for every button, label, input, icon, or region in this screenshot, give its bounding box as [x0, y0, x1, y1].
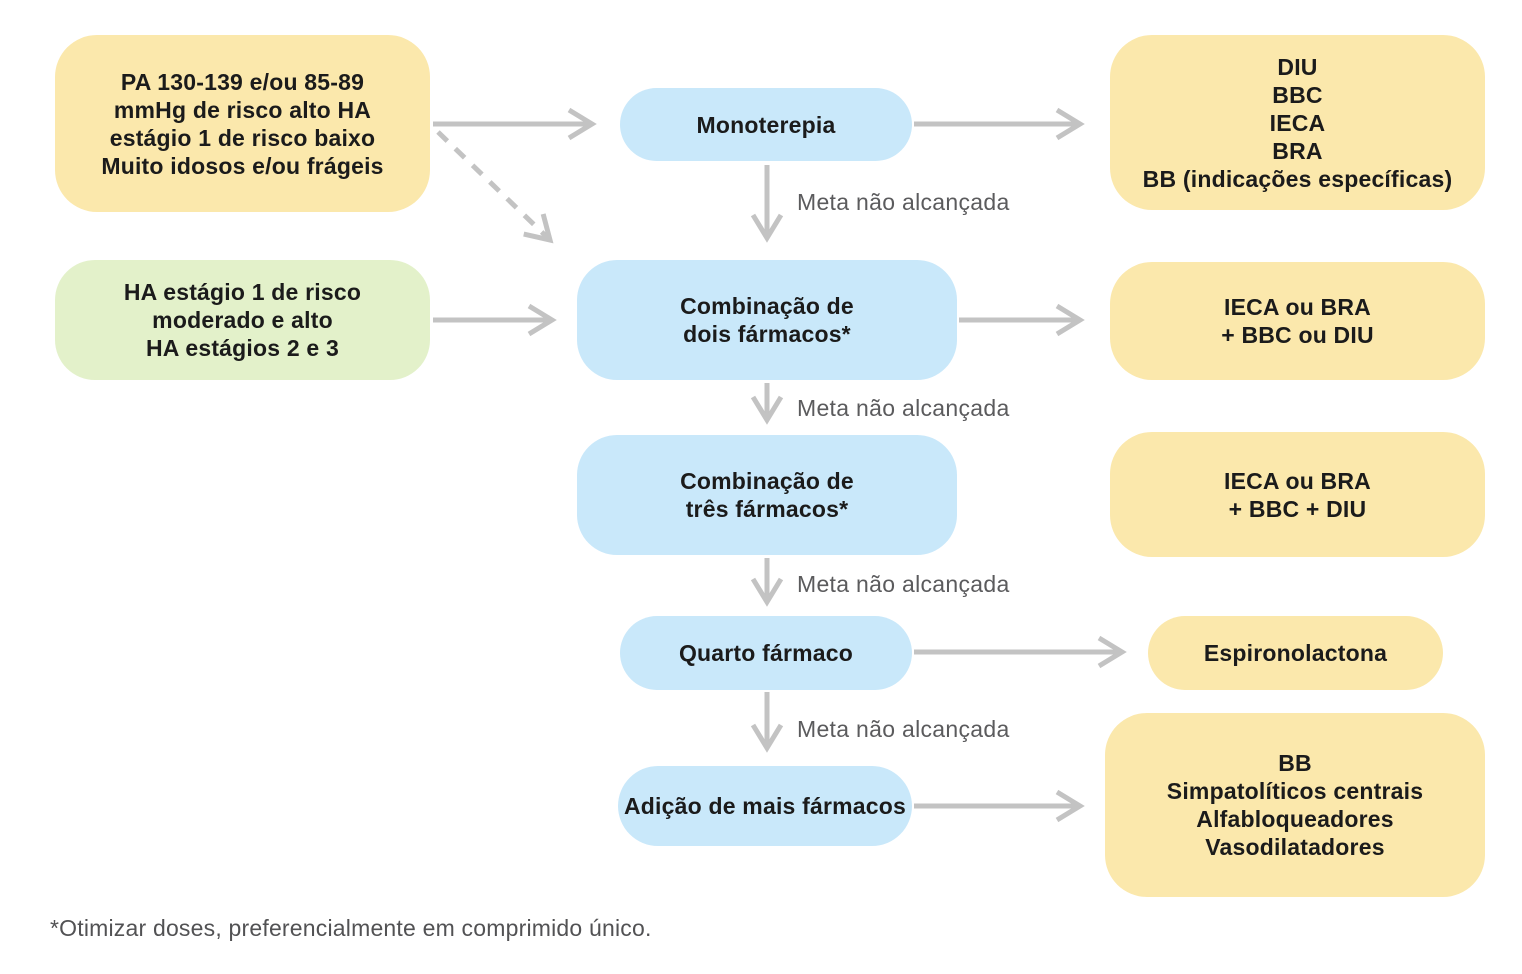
option-spironolactone-label: Espironolactona — [1203, 640, 1388, 666]
options-monotherapy-line: BB (indicações específicas) — [1142, 165, 1453, 192]
step-three-drugs-line: Combinação de — [680, 468, 854, 494]
options-monotherapy-line: BRA — [1272, 137, 1323, 164]
options-monotherapy-line: DIU — [1277, 53, 1318, 80]
step-fourth-drug-label: Quarto fármaco — [678, 640, 854, 666]
options-two-drugs-line: + BBC ou DIU — [1221, 322, 1374, 348]
step-monotherapy-label: Monoterepia — [696, 111, 836, 138]
options-monotherapy-line: IECA — [1269, 109, 1326, 136]
step-fourth-drug: Quarto fármaco — [620, 616, 912, 690]
source-box-ha-stages-line: HA estágios 2 e 3 — [145, 335, 339, 361]
options-more-drugs-line: BB — [1278, 750, 1312, 776]
footnote-optimize-doses: *Otimizar doses, preferencialmente em co… — [50, 915, 652, 941]
step-two-drugs-line: dois fármacos* — [683, 321, 851, 347]
source-box-pa-risk-line: mmHg de risco alto HA — [113, 96, 372, 123]
options-three-drugs: IECA ou BRA + BBC + DIU — [1110, 432, 1485, 557]
edge-label-goal-not-reached-4: Meta não alcançada — [797, 716, 1010, 742]
options-more-drugs: BB Simpatolíticos centrais Alfabloqueado… — [1105, 713, 1485, 897]
edge-label-goal-not-reached-2: Meta não alcançada — [797, 395, 1010, 421]
source-box-pa-risk-line: Muito idosos e/ou frágeis — [101, 152, 384, 179]
edge-label-goal-not-reached-1: Meta não alcançada — [797, 189, 1010, 215]
options-two-drugs: IECA ou BRA + BBC ou DIU — [1110, 262, 1485, 380]
options-more-drugs-line: Alfabloqueadores — [1196, 806, 1394, 832]
step-more-drugs: Adição de mais fármacos — [618, 766, 912, 846]
options-two-drugs-line: IECA ou BRA — [1223, 294, 1371, 320]
step-two-drugs: Combinação de dois fármacos* — [577, 260, 957, 380]
options-monotherapy-line: BBC — [1272, 81, 1323, 108]
arrow-pa-to-two-drugs-dashed — [436, 130, 554, 244]
step-three-drugs-line: três fármacos* — [685, 496, 849, 522]
source-box-pa-risk-line: PA 130-139 e/ou 85-89 — [120, 68, 365, 95]
source-box-ha-stages-line: HA estágio 1 de risco — [123, 279, 362, 305]
source-box-ha-stages: HA estágio 1 de risco moderado e alto HA… — [55, 260, 430, 380]
source-box-pa-risk: PA 130-139 e/ou 85-89 mmHg de risco alto… — [55, 35, 430, 212]
options-three-drugs-line: IECA ou BRA — [1223, 467, 1371, 494]
step-two-drugs-line: Combinação de — [680, 293, 854, 319]
options-more-drugs-line: Simpatolíticos centrais — [1166, 778, 1424, 804]
source-box-ha-stages-line: moderado e alto — [152, 307, 333, 333]
options-three-drugs-line: + BBC + DIU — [1228, 495, 1367, 522]
option-spironolactone: Espironolactona — [1148, 616, 1443, 690]
options-more-drugs-line: Vasodilatadores — [1205, 834, 1385, 860]
step-three-drugs: Combinação de três fármacos* — [577, 435, 957, 555]
options-monotherapy: DIU BBC IECA BRA BB (indicações específi… — [1110, 35, 1485, 210]
step-more-drugs-label: Adição de mais fármacos — [624, 793, 906, 819]
step-monotherapy: Monoterepia — [620, 88, 912, 161]
edge-label-goal-not-reached-3: Meta não alcançada — [797, 571, 1010, 597]
source-box-pa-risk-line: estágio 1 de risco baixo — [109, 124, 376, 151]
